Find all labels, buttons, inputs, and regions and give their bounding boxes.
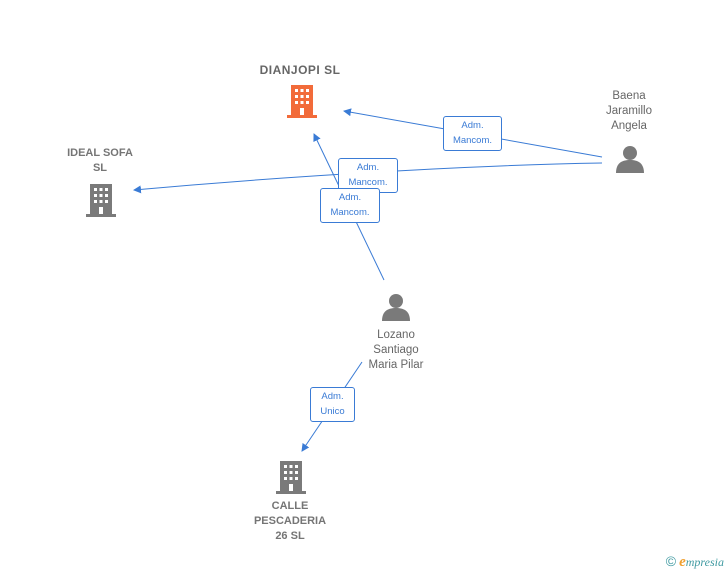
edge-label-baena-dianjopi: Adm. Mancom. (443, 116, 502, 151)
node-label-baena[interactable]: Baena Jaramillo Angela (605, 90, 652, 132)
node-label-lozano[interactable]: Lozano Santiago Maria Pilar (368, 329, 424, 371)
node-label-ideal-sofa[interactable]: IDEAL SOFA SL (67, 147, 133, 174)
person-icon (382, 294, 410, 321)
brand-name: mpresia (685, 555, 724, 569)
building-icon (86, 184, 116, 217)
node-label-dianjopi[interactable]: DIANJOPI SL (259, 63, 341, 77)
node-label-calle[interactable]: CALLE PESCADERIA 26 SL (253, 500, 327, 542)
edge-label-lozano-calle: Adm. Unico (310, 387, 355, 422)
edge-label-lozano-dianjopi: Adm. Mancom. (320, 188, 380, 223)
building-icon (276, 461, 306, 494)
empresia-logo[interactable]: ©empresia (666, 553, 724, 571)
building-icon (287, 85, 317, 118)
copyright-symbol: © (665, 553, 677, 569)
brand-initial: e (679, 554, 686, 570)
person-icon (616, 146, 644, 173)
